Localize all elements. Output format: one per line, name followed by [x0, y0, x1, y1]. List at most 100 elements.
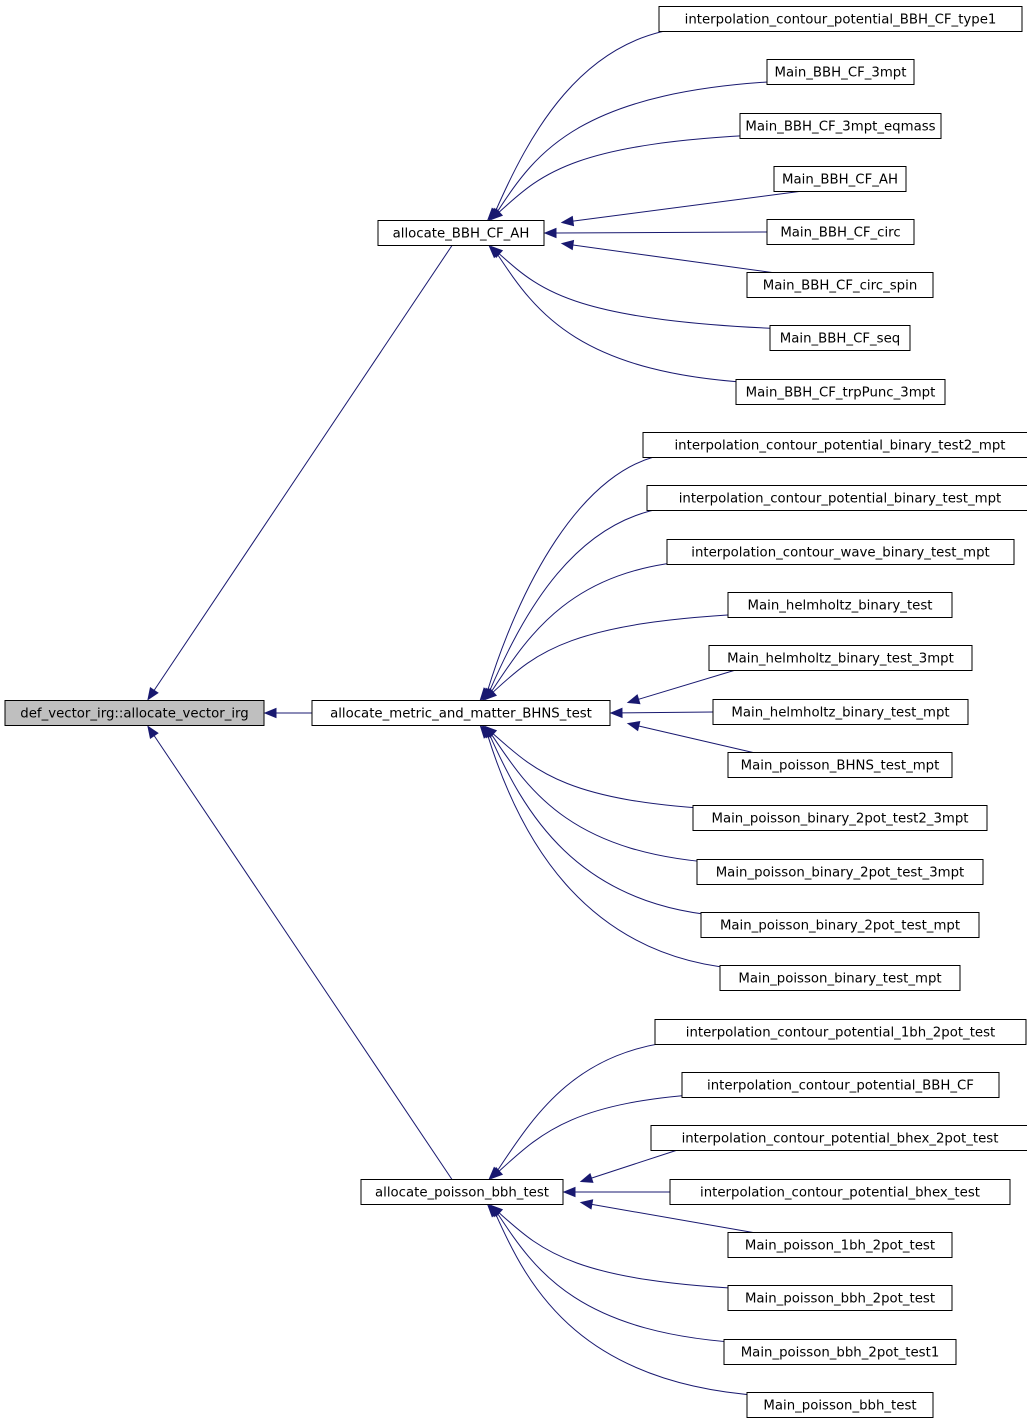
caller-node-interpolation-contour-potential-binary-test2-mpt-box: [642, 432, 1027, 458]
caller-node-main-poisson-bbh-2pot-test-box: [727, 1285, 953, 1311]
edge-interpolation-contour-potential-bhex-test-to-allocate-poisson-bbh-test-arrowhead: [562, 1186, 576, 1198]
caller-node-interpolation-contour-potential-1bh-2pot-test-box: [654, 1019, 1027, 1045]
caller-node-main-poisson-bbh-2pot-test1-box: [723, 1339, 957, 1365]
edge-main-poisson-binary-2pot-test-3mpt-to-allocate-metric-and-matter-bhns-test: [490, 733, 728, 864]
edge-interpolation-contour-wave-binary-test-mpt-to-allocate-metric-and-matter-bhns-test: [490, 560, 698, 693]
caller-node-main-poisson-bbh-test-label: Main_poisson_bbh_test: [763, 1399, 916, 1414]
edge-main-helmholtz-binary-test-3mpt-to-allocate-metric-and-matter-bhns-test-arrowhead: [626, 694, 641, 705]
edge-interpolation-contour-potential-bhex-2pot-test-to-allocate-poisson-bbh-test: [591, 1150, 677, 1179]
root-node-def-vector-irg-allocate-vector-irg-box: [4, 700, 265, 726]
caller-node-interpolation-contour-potential-1bh-2pot-test[interactable]: interpolation_contour_potential_1bh_2pot…: [654, 1019, 1027, 1045]
edge-main-bbh-cf-3mpt-eqmass-to-allocate-bbh-cf-ah: [498, 134, 771, 213]
caller-node-allocate-metric-and-matter-bhns-test-box: [311, 700, 611, 726]
edge-main-bbh-cf-circ-spin-to-allocate-bbh-cf-ah: [572, 244, 773, 273]
edge-main-bbh-cf-ah-to-allocate-bbh-cf-ah: [572, 191, 800, 222]
edge-interpolation-contour-potential-1bh-2pot-test-to-allocate-poisson-bbh-test: [496, 1040, 686, 1172]
caller-node-main-poisson-binary-2pot-test-mpt-label: Main_poisson_binary_2pot_test_mpt: [720, 919, 960, 934]
caller-node-main-helmholtz-binary-test-mpt-label: Main_helmholtz_binary_test_mpt: [731, 706, 949, 721]
caller-node-main-poisson-bbh-2pot-test[interactable]: Main_poisson_bbh_2pot_test: [727, 1285, 953, 1311]
edge-main-helmholtz-binary-test-3mpt-to-allocate-metric-and-matter-bhns-test: [638, 670, 735, 700]
caller-node-main-poisson-bbh-2pot-test1[interactable]: Main_poisson_bbh_2pot_test1: [723, 1339, 957, 1365]
caller-node-main-poisson-binary-2pot-test-mpt-box: [700, 912, 980, 938]
caller-node-interpolation-contour-wave-binary-test-mpt-box: [666, 539, 1015, 565]
caller-node-main-bbh-cf-3mpt-label: Main_BBH_CF_3mpt: [775, 66, 907, 81]
edge-main-bbh-cf-trppunc-3mpt-to-allocate-bbh-cf-ah: [496, 253, 767, 384]
edge-interpolation-contour-potential-binary-test-mpt-to-allocate-metric-and-matter-bhns-test: [488, 506, 678, 692]
caller-node-main-poisson-bhns-test-mpt-box: [727, 752, 953, 778]
edge-main-poisson-1bh-2pot-test-to-allocate-poisson-bbh-test: [591, 1203, 754, 1233]
caller-node-interpolation-contour-wave-binary-test-mpt[interactable]: interpolation_contour_wave_binary_test_m…: [666, 539, 1015, 565]
caller-node-main-bbh-cf-3mpt[interactable]: Main_BBH_CF_3mpt: [766, 59, 915, 85]
caller-node-main-bbh-cf-ah-label: Main_BBH_CF_AH: [782, 173, 898, 188]
caller-node-main-bbh-cf-circ-spin-box: [746, 272, 934, 298]
edge-main-poisson-bbh-2pot-test-to-allocate-poisson-bbh-test: [498, 1212, 759, 1290]
caller-node-main-poisson-bhns-test-mpt-label: Main_poisson_BHNS_test_mpt: [741, 759, 940, 774]
caller-node-interpolation-contour-potential-bhex-2pot-test[interactable]: interpolation_contour_potential_bhex_2po…: [650, 1125, 1027, 1151]
caller-node-main-poisson-bbh-2pot-test-label: Main_poisson_bbh_2pot_test: [745, 1292, 935, 1307]
caller-node-main-bbh-cf-3mpt-eqmass-label: Main_BBH_CF_3mpt_eqmass: [745, 120, 935, 135]
edge-main-bbh-cf-ah-to-allocate-bbh-cf-ah-arrowhead: [560, 215, 575, 227]
caller-node-main-poisson-binary-2pot-test-mpt[interactable]: Main_poisson_binary_2pot_test_mpt: [700, 912, 980, 938]
caller-node-main-poisson-bhns-test-mpt[interactable]: Main_poisson_BHNS_test_mpt: [727, 752, 953, 778]
edge-allocate-poisson-bbh-test-to-root-arrowhead: [147, 725, 159, 739]
caller-node-main-bbh-cf-circ-spin-label: Main_BBH_CF_circ_spin: [763, 279, 918, 294]
caller-node-main-poisson-binary-2pot-test-3mpt[interactable]: Main_poisson_binary_2pot_test_3mpt: [696, 859, 984, 885]
caller-node-allocate-poisson-bbh-test-box: [360, 1179, 564, 1205]
caller-node-main-bbh-cf-circ[interactable]: Main_BBH_CF_circ: [766, 219, 915, 245]
edge-interpolation-contour-potential-bbh-cf-type1-to-allocate-bbh-cf-ah: [494, 27, 690, 212]
caller-node-main-poisson-binary-test-mpt-box: [719, 965, 961, 991]
caller-node-main-bbh-cf-trppunc-3mpt[interactable]: Main_BBH_CF_trpPunc_3mpt: [735, 379, 946, 405]
caller-node-interpolation-contour-potential-binary-test-mpt[interactable]: interpolation_contour_potential_binary_t…: [646, 485, 1027, 511]
caller-node-main-helmholtz-binary-test[interactable]: Main_helmholtz_binary_test: [727, 592, 953, 618]
caller-node-allocate-bbh-cf-ah[interactable]: allocate_BBH_CF_AH: [377, 220, 545, 246]
caller-node-interpolation-contour-potential-binary-test2-mpt[interactable]: interpolation_contour_potential_binary_t…: [642, 432, 1027, 458]
caller-node-interpolation-contour-potential-bhex-test[interactable]: interpolation_contour_potential_bhex_tes…: [669, 1179, 1011, 1205]
root-node-def-vector-irg-allocate-vector-irg[interactable]: def_vector_irg::allocate_vector_irg: [4, 700, 265, 726]
caller-node-interpolation-contour-potential-bhex-test-label: interpolation_contour_potential_bhex_tes…: [700, 1186, 980, 1201]
caller-node-main-poisson-1bh-2pot-test-box: [727, 1232, 953, 1258]
caller-node-main-poisson-binary-2pot-test2-3mpt-label: Main_poisson_binary_2pot_test2_3mpt: [711, 812, 968, 827]
edge-main-helmholtz-binary-test-mpt-to-allocate-metric-and-matter-bhns-test: [621, 711, 714, 714]
edge-main-poisson-1bh-2pot-test-to-allocate-poisson-bbh-test-arrowhead: [579, 1199, 594, 1210]
caller-node-interpolation-contour-potential-binary-test-mpt-label: interpolation_contour_potential_binary_t…: [679, 492, 1002, 507]
caller-node-main-poisson-bbh-test[interactable]: Main_poisson_bbh_test: [746, 1392, 934, 1418]
caller-node-allocate-metric-and-matter-bhns-test[interactable]: allocate_metric_and_matter_BHNS_test: [311, 700, 611, 726]
caller-node-main-poisson-binary-2pot-test-3mpt-box: [696, 859, 984, 885]
caller-node-main-poisson-binary-2pot-test2-3mpt[interactable]: Main_poisson_binary_2pot_test2_3mpt: [692, 805, 988, 831]
root-node-def-vector-irg-allocate-vector-irg-label: def_vector_irg::allocate_vector_irg: [20, 707, 248, 722]
caller-node-main-poisson-1bh-2pot-test[interactable]: Main_poisson_1bh_2pot_test: [727, 1232, 953, 1258]
caller-node-main-poisson-binary-test-mpt[interactable]: Main_poisson_binary_test_mpt: [719, 965, 961, 991]
caller-node-main-bbh-cf-circ-spin[interactable]: Main_BBH_CF_circ_spin: [746, 272, 934, 298]
caller-node-main-poisson-binary-test-mpt-label: Main_poisson_binary_test_mpt: [738, 972, 941, 987]
edge-main-poisson-binary-2pot-test-mpt-to-allocate-metric-and-matter-bhns-test: [489, 734, 732, 917]
caller-node-main-bbh-cf-circ-box: [766, 219, 915, 245]
caller-node-main-bbh-cf-circ-label: Main_BBH_CF_circ: [780, 226, 900, 241]
caller-node-interpolation-contour-potential-binary-test2-mpt-label: interpolation_contour_potential_binary_t…: [674, 439, 1005, 454]
caller-node-main-bbh-cf-3mpt-eqmass[interactable]: Main_BBH_CF_3mpt_eqmass: [739, 113, 942, 139]
caller-node-allocate-metric-and-matter-bhns-test-label: allocate_metric_and_matter_BHNS_test: [330, 707, 592, 722]
caller-node-main-bbh-cf-ah[interactable]: Main_BBH_CF_AH: [773, 166, 907, 192]
caller-node-main-bbh-cf-seq[interactable]: Main_BBH_CF_seq: [769, 325, 911, 351]
edge-main-poisson-binary-2pot-test2-3mpt-to-allocate-metric-and-matter-bhns-test: [492, 733, 724, 810]
caller-node-interpolation-contour-potential-bbh-cf[interactable]: interpolation_contour_potential_BBH_CF: [681, 1072, 1000, 1098]
caller-node-main-poisson-bbh-2pot-test1-label: Main_poisson_bbh_2pot_test1: [741, 1346, 940, 1361]
caller-node-main-bbh-cf-trppunc-3mpt-label: Main_BBH_CF_trpPunc_3mpt: [746, 386, 936, 401]
caller-node-interpolation-contour-potential-bbh-cf-type1-box: [658, 6, 1023, 32]
edge-main-poisson-bhns-test-mpt-to-allocate-metric-and-matter-bhns-test-arrowhead: [626, 720, 641, 732]
call-nodes: def_vector_irg::allocate_vector_irgalloc…: [4, 6, 1027, 1418]
caller-node-main-poisson-bbh-test-box: [746, 1392, 934, 1418]
edge-allocate-bbh-cf-ah-to-root: [153, 245, 453, 691]
caller-node-main-helmholtz-binary-test-3mpt[interactable]: Main_helmholtz_binary_test_3mpt: [708, 645, 973, 671]
caller-node-interpolation-contour-potential-1bh-2pot-test-label: interpolation_contour_potential_1bh_2pot…: [686, 1026, 996, 1041]
edge-main-bbh-cf-seq-to-allocate-bbh-cf-ah: [498, 253, 801, 330]
caller-node-allocate-poisson-bbh-test[interactable]: allocate_poisson_bbh_test: [360, 1179, 564, 1205]
caller-node-main-helmholtz-binary-test-mpt[interactable]: Main_helmholtz_binary_test_mpt: [712, 699, 969, 725]
caller-node-interpolation-contour-wave-binary-test-mpt-label: interpolation_contour_wave_binary_test_m…: [691, 546, 990, 561]
caller-node-interpolation-contour-potential-bbh-cf-type1[interactable]: interpolation_contour_potential_BBH_CF_t…: [658, 6, 1023, 32]
edge-main-bbh-cf-circ-spin-to-allocate-bbh-cf-ah-arrowhead: [560, 239, 575, 251]
caller-node-main-bbh-cf-3mpt-eqmass-box: [739, 113, 942, 139]
caller-node-main-helmholtz-binary-test-box: [727, 592, 953, 618]
caller-node-main-bbh-cf-seq-label: Main_BBH_CF_seq: [780, 332, 900, 347]
edge-interpolation-contour-potential-bhex-2pot-test-to-allocate-poisson-bbh-test-arrowhead: [579, 1172, 594, 1183]
